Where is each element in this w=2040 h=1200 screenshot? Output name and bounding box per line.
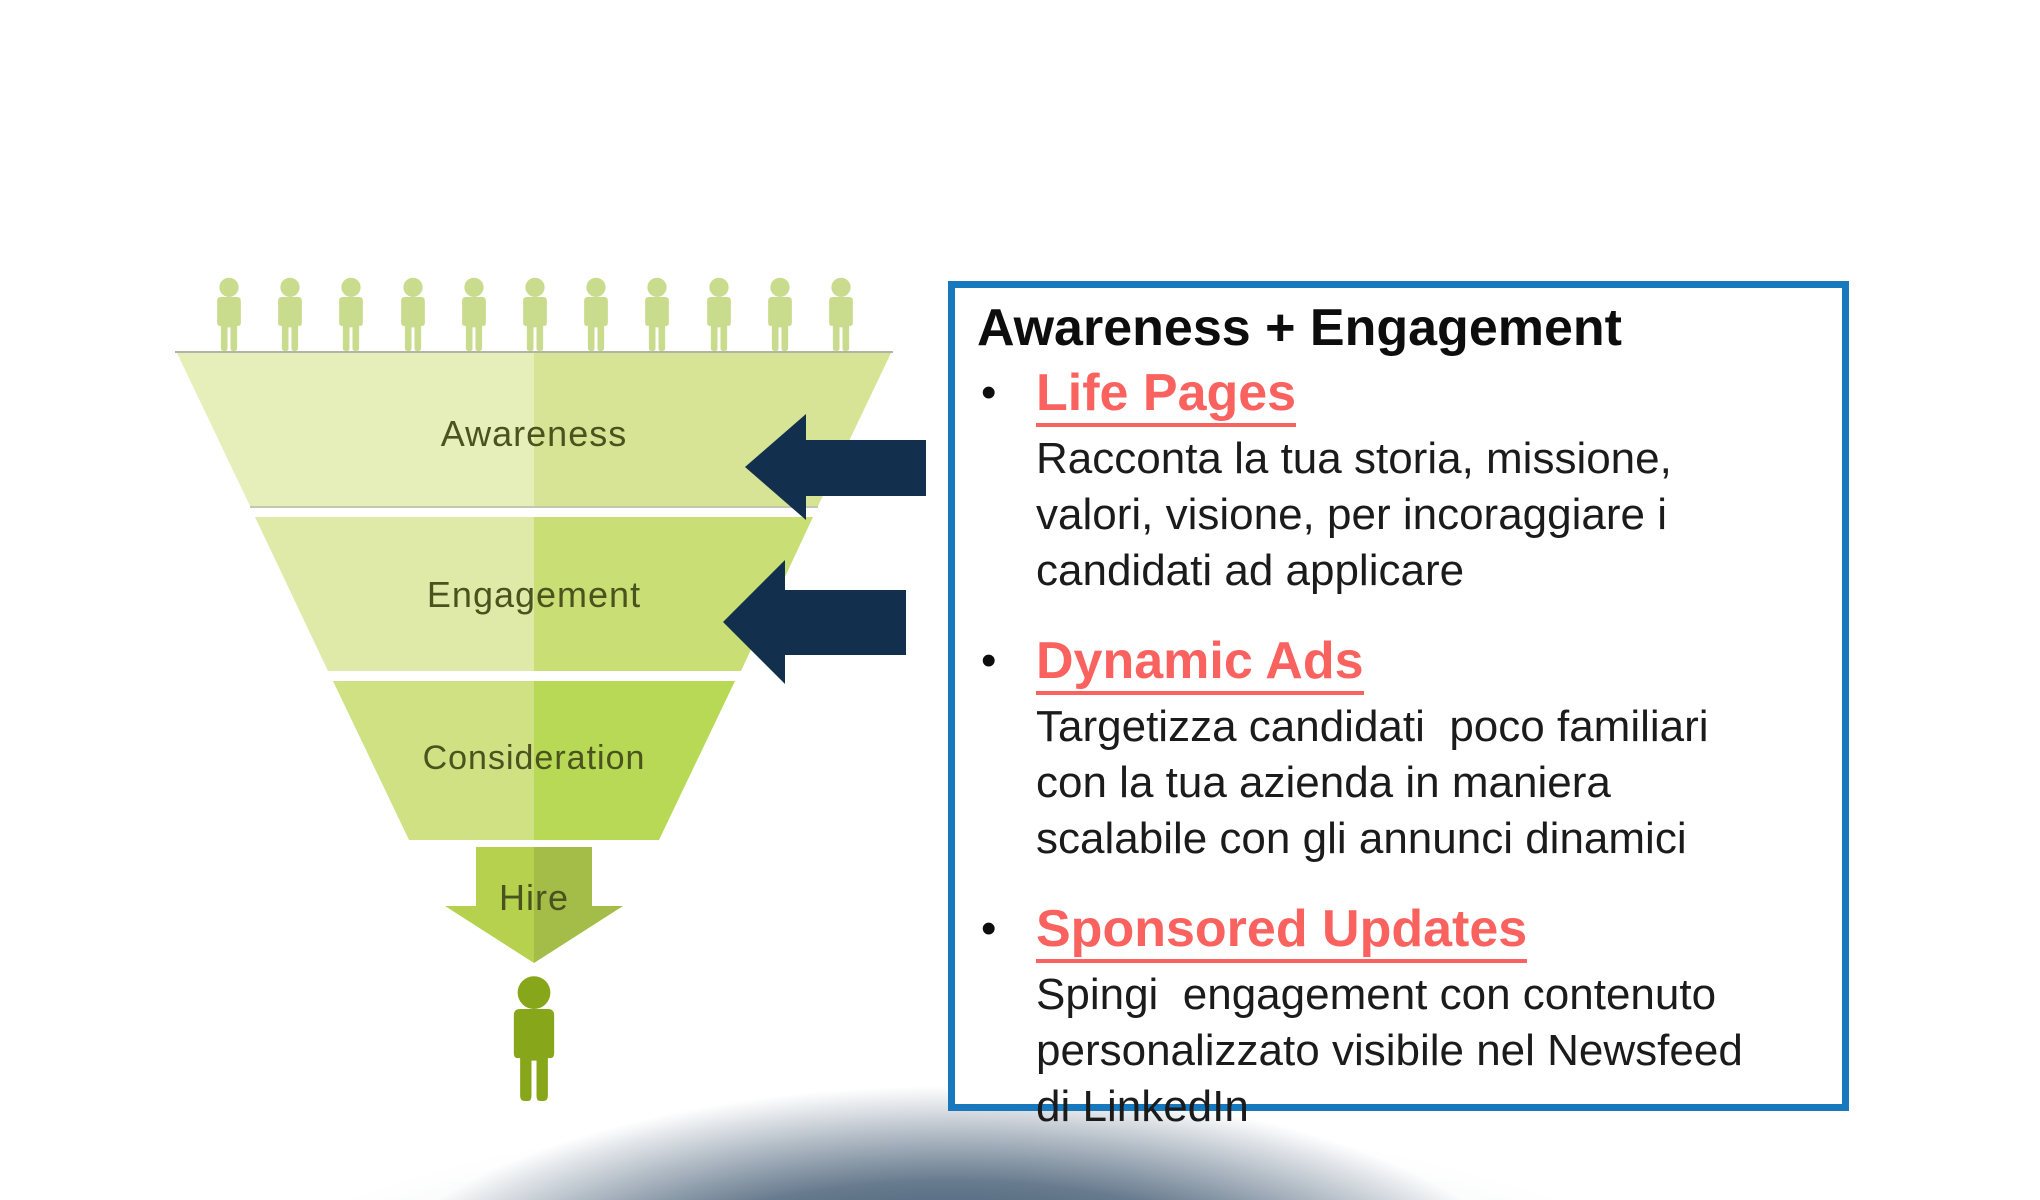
arrow-to-engagement-icon	[723, 560, 906, 684]
text-line: candidati ad applicare	[1036, 546, 1465, 595]
person-icon	[829, 277, 853, 351]
funnel-stage-consideration: Consideration	[333, 681, 735, 840]
person-icon	[217, 277, 241, 351]
text-line: con la tua azienda in maniera	[1036, 758, 1611, 807]
life-pages-link[interactable]: Life Pages	[1036, 364, 1297, 427]
dynamic-ads-link[interactable]: Dynamic Ads	[1036, 632, 1364, 695]
person-icon	[584, 277, 608, 351]
bullet-section-dynamic-ads: • Dynamic Ads Targetizza candidati poco …	[975, 632, 1818, 867]
funnel-label-hire: Hire	[499, 877, 569, 918]
hired-person-icon	[513, 976, 555, 1101]
person-icon	[278, 277, 302, 351]
arrow-to-awareness-icon	[745, 414, 926, 520]
person-icon	[645, 277, 669, 351]
bullet-dot: •	[981, 904, 997, 953]
info-box-title: Awareness + Engagement	[977, 299, 1622, 357]
funnel-label-engagement: Engagement	[427, 574, 641, 615]
callout-arrows	[723, 414, 926, 684]
person-icon	[768, 277, 792, 351]
person-icon	[339, 277, 363, 351]
funnel-stage-hire: Hire	[445, 847, 623, 963]
funnel-label-awareness: Awareness	[441, 413, 627, 454]
text-line: Spingi engagement con contenuto	[1036, 970, 1717, 1019]
sponsored-updates-link[interactable]: Sponsored Updates	[1036, 900, 1528, 963]
person-icon	[523, 277, 547, 351]
bullet-dot: •	[981, 368, 997, 417]
audience-people-row	[217, 277, 853, 351]
life-pages-description: Racconta la tua storia, missione, valori,…	[1036, 431, 1818, 599]
bullet-dot: •	[981, 636, 997, 685]
funnel-stage-engagement: Engagement	[255, 517, 813, 671]
bullet-section-sponsored-updates: • Sponsored Updates Spingi engagement co…	[975, 900, 1818, 1135]
dynamic-ads-description: Targetizza candidati poco familiari con l…	[1036, 699, 1818, 867]
text-line: Racconta la tua storia, missione,	[1036, 434, 1672, 483]
person-icon	[462, 277, 486, 351]
sponsored-updates-description: Spingi engagement con contenuto personali…	[1036, 967, 1818, 1135]
text-line: di LinkedIn	[1036, 1082, 1249, 1131]
text-line: scalabile con gli annunci dinamici	[1036, 814, 1687, 863]
person-icon	[401, 277, 425, 351]
bullet-section-life-pages: • Life Pages Racconta la tua storia, mis…	[975, 364, 1818, 599]
text-line: personalizzato visibile nel Newsfeed	[1036, 1026, 1743, 1075]
person-icon	[707, 277, 731, 351]
text-line: valori, visione, per incoraggiare i	[1036, 490, 1667, 539]
funnel-label-consideration: Consideration	[423, 739, 646, 777]
info-box: Awareness + Engagement • Life Pages Racc…	[948, 281, 1849, 1131]
funnel-stage-awareness: Awareness	[177, 353, 891, 508]
text-line: Targetizza candidati poco familiari	[1036, 702, 1709, 751]
